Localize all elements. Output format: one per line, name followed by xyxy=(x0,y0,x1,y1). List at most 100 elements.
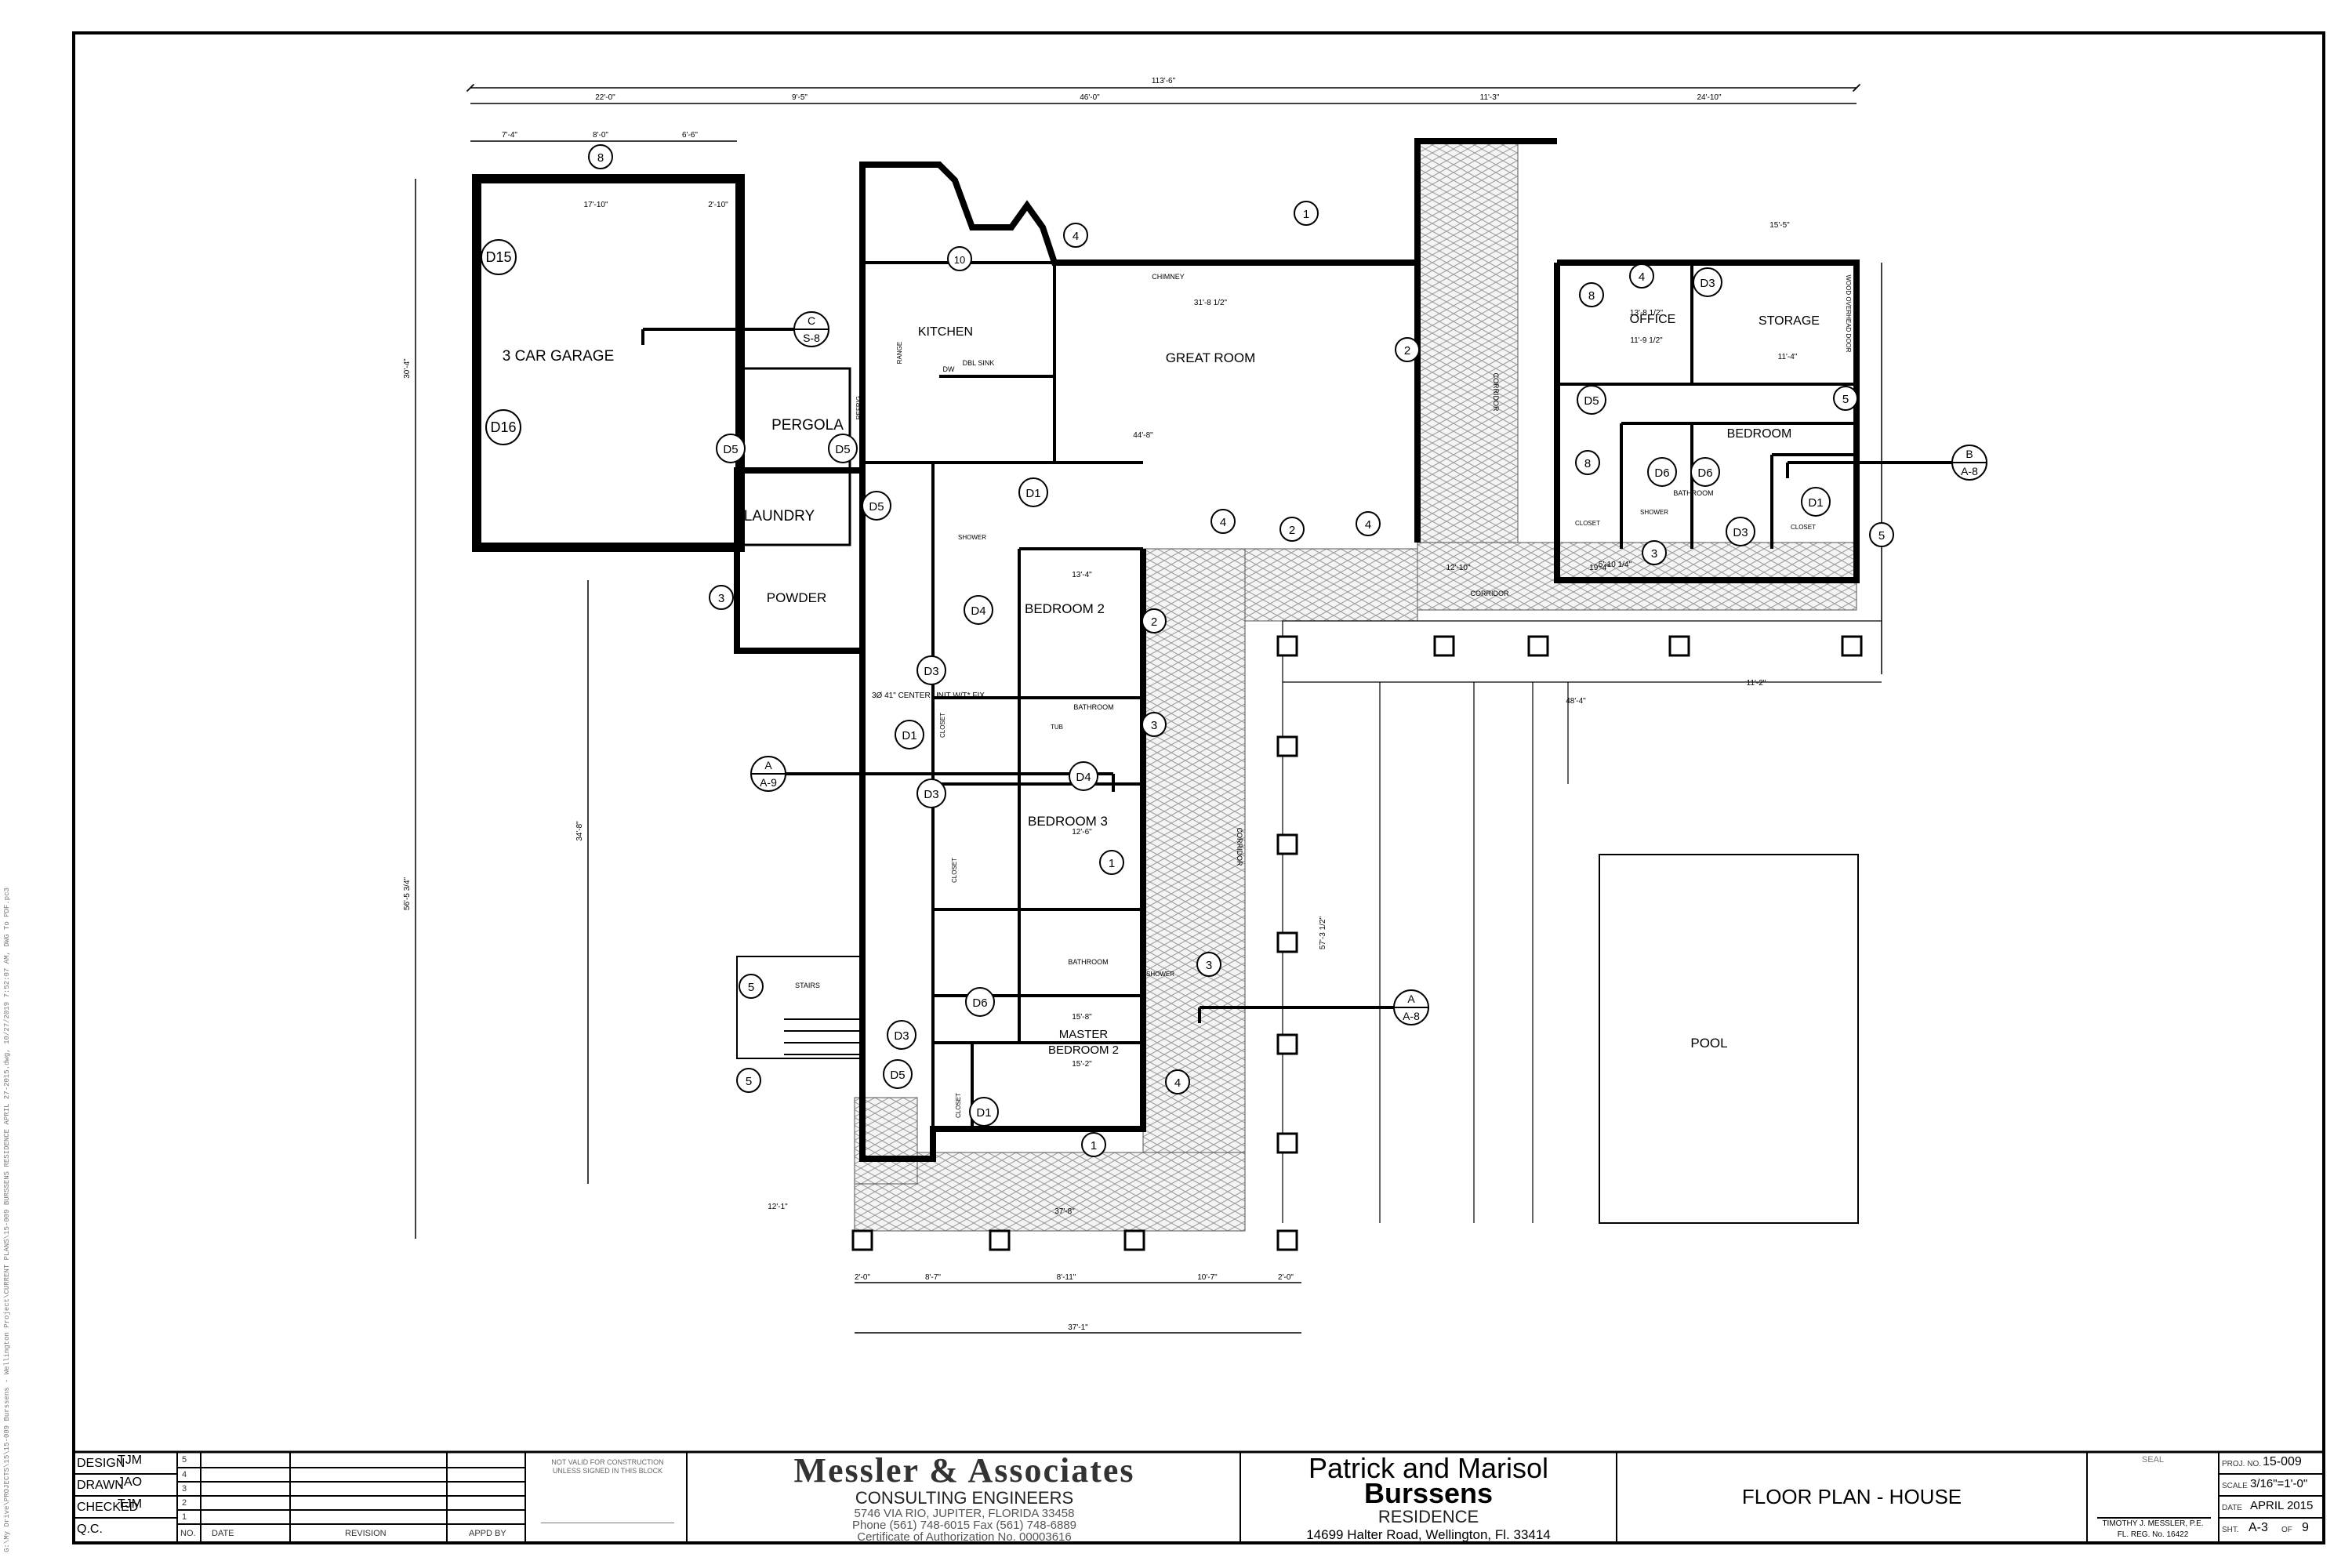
tag-5-d: 5 xyxy=(1878,529,1885,543)
dim-8-7: 8'-7" xyxy=(925,1273,941,1282)
tag-d3-d: D3 xyxy=(1733,526,1748,539)
dim-7-4: 7'-4" xyxy=(502,131,517,140)
revision-no-header: NO. xyxy=(180,1529,196,1538)
tag-d1-d: D1 xyxy=(1808,496,1823,510)
engineer-registration: FL. REG. No. 16422 xyxy=(2117,1530,2189,1539)
tag-5-c: 5 xyxy=(1842,393,1849,406)
checked-value: TJM xyxy=(118,1497,143,1511)
revision-row-1: 1 xyxy=(182,1512,187,1522)
tag-d3-a: D3 xyxy=(924,665,938,678)
label-refrig: REFRIG xyxy=(855,396,862,419)
tag-d4-b: D4 xyxy=(1076,771,1091,784)
tag-d6-a: D6 xyxy=(972,996,987,1010)
section-c-letter: C xyxy=(808,314,815,327)
label-range: RANGE xyxy=(896,342,903,364)
tag-d5-a: D5 xyxy=(723,443,738,456)
tag-1-a: 1 xyxy=(1303,208,1309,221)
tag-1-c: 1 xyxy=(1091,1139,1097,1152)
sheet-title: FLOOR PLAN - HOUSE xyxy=(1741,1485,1962,1508)
firm-phone: Phone (561) 748-6015 Fax (561) 748-6889 xyxy=(851,1519,1077,1532)
label-wood-overhead-door: WOOD OVERHEAD DOOR xyxy=(1845,274,1852,352)
label-stairs: STAIRS xyxy=(795,982,820,989)
sheet-no-value: A-3 xyxy=(2249,1521,2268,1534)
tag-3-b: 3 xyxy=(1151,719,1157,732)
sheet-of-value: 9 xyxy=(2302,1521,2309,1534)
tag-5-a: 5 xyxy=(748,981,754,994)
dim-15-2: 15'-2" xyxy=(1072,1060,1092,1069)
revision-header: REVISION xyxy=(345,1529,387,1538)
room-bedroom: BEDROOM xyxy=(1727,427,1792,441)
dim-5-10: 5'-10 1/4" xyxy=(1599,561,1632,569)
dimension-lines xyxy=(415,83,1882,1334)
tag-3-a: 3 xyxy=(1206,959,1212,972)
dim-31-8: 31'-8 1/2" xyxy=(1194,299,1228,307)
owner-residence: RESIDENCE xyxy=(1377,1507,1479,1526)
engineer-name: TIMOTHY J. MESSLER, P.E. xyxy=(2102,1519,2204,1528)
checked-label: CHECKED xyxy=(77,1501,139,1514)
label-corridor-east: CORRIDOR xyxy=(1492,373,1500,412)
dim-12-1: 12'-1" xyxy=(768,1203,788,1211)
room-pergola: PERGOLA xyxy=(771,417,844,434)
dim-11-3: 11'-3" xyxy=(1480,93,1500,102)
label-unit-note: 3Ø 41" CENTER UNIT W/T* FIX xyxy=(872,691,985,700)
tag-10: 10 xyxy=(954,254,965,266)
room-master-line1: MASTER xyxy=(1059,1028,1109,1041)
room-bedroom-2: BEDROOM 2 xyxy=(1025,601,1105,616)
sheet-of-label: OF xyxy=(2281,1526,2292,1534)
dim-30-4: 30'-4" xyxy=(403,358,412,379)
pool-deck-lines xyxy=(1282,620,1882,1223)
firm-address: 5746 VIA RIO, JUPITER, FLORIDA 33458 xyxy=(854,1507,1075,1520)
dim-12-10: 12'-10" xyxy=(1446,564,1470,572)
tag-4-a: 4 xyxy=(1073,230,1079,243)
design-value: TJM xyxy=(118,1454,143,1467)
room-bedroom-3: BEDROOM 3 xyxy=(1028,814,1108,829)
tag-4-c: 4 xyxy=(1365,518,1371,532)
dim-56-5: 56'-5 3/4" xyxy=(403,877,412,910)
exterior-walls xyxy=(734,138,1860,1162)
section-b-sheet: A-8 xyxy=(1961,465,1978,477)
tag-d3-e: D3 xyxy=(1700,277,1715,290)
tag-d5-b: D5 xyxy=(835,443,850,456)
tag-d5-e: D5 xyxy=(1584,394,1599,408)
dim-13-8: 13'-8 1/2" xyxy=(1630,309,1664,318)
room-laundry: LAUNDRY xyxy=(744,508,815,524)
tag-d1-a: D1 xyxy=(1025,487,1040,500)
section-markers xyxy=(750,311,1987,1025)
tag-d15: D15 xyxy=(485,249,511,265)
dim-13-4: 13'-4" xyxy=(1072,571,1092,579)
dim-19-4: 19'-4" xyxy=(1589,564,1610,572)
paver-areas xyxy=(854,140,1857,1232)
revision-date-header: DATE xyxy=(212,1529,234,1538)
scale-label: SCALE xyxy=(2222,1482,2248,1490)
label-chimney: CHIMNEY xyxy=(1152,273,1185,281)
label-closet-1: CLOSET xyxy=(951,858,958,883)
tag-d3-c: D3 xyxy=(894,1029,909,1043)
title-block-grid xyxy=(74,1452,2324,1543)
revision-appd-header: APPD BY xyxy=(469,1529,506,1538)
firm-name: Messler & Associates xyxy=(793,1451,1135,1490)
not-valid-note: NOT VALID FOR CONSTRUCTION UNLESS SIGNED… xyxy=(551,1458,664,1475)
room-garage: 3 CAR GARAGE xyxy=(503,348,615,365)
design-label: DESIGN xyxy=(77,1457,125,1470)
revision-row-3: 3 xyxy=(182,1484,187,1494)
dim-11-9: 11'-9 1/2" xyxy=(1630,336,1663,345)
room-storage: STORAGE xyxy=(1759,314,1820,328)
dim-57-3: 57'-3 1/2" xyxy=(1319,916,1327,949)
dim-44-8: 44'-8" xyxy=(1133,431,1153,440)
dim-22: 22'-0" xyxy=(595,93,615,102)
tag-4-b: 4 xyxy=(1220,516,1226,529)
label-closet-5: CLOSET xyxy=(1791,524,1816,531)
dim-2-0-a: 2'-0" xyxy=(855,1273,870,1282)
area-pool: POOL xyxy=(1690,1036,1727,1051)
scale-value: 3/16"=1'-0" xyxy=(2250,1477,2308,1490)
qc-label: Q.C. xyxy=(77,1523,103,1536)
label-shower-2: SHOWER xyxy=(1146,971,1174,978)
owner-name: Patrick and Marisol xyxy=(1308,1452,1549,1484)
tag-4-d: 4 xyxy=(1174,1076,1181,1090)
tag-circles xyxy=(481,144,1894,1157)
dim-10-7: 10'-7" xyxy=(1197,1273,1218,1282)
pool-outline xyxy=(1599,854,1859,1224)
tag-d5-c: D5 xyxy=(869,500,884,514)
owner-address: 14699 Halter Road, Wellington, Fl. 33414 xyxy=(1306,1527,1551,1542)
